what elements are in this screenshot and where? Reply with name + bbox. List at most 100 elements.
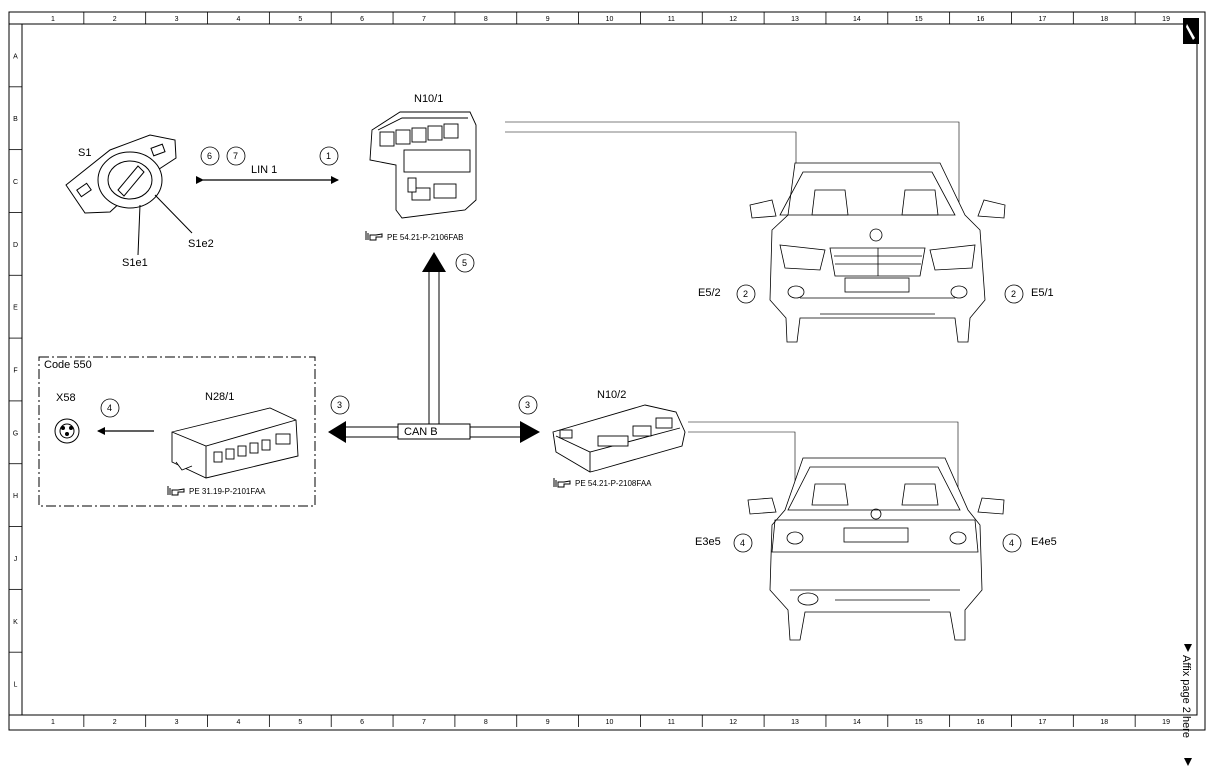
column-index-bottom-4: 4 [236, 719, 240, 726]
can-arrow-up [422, 252, 446, 425]
sam-module-n10-1 [369, 111, 477, 219]
triangle-marker-bottom [1184, 758, 1192, 766]
column-index-top-2: 2 [113, 16, 117, 23]
column-index-top-14: 14 [853, 16, 861, 23]
n28-1-ref: PE 31.19-P-2101FAA [189, 487, 266, 496]
callout-7: 7 [233, 151, 238, 161]
column-index-bottom-12: 12 [729, 719, 737, 726]
column-index-bottom-1: 1 [51, 719, 55, 726]
column-index-bottom-6: 6 [360, 719, 364, 726]
column-index-bottom-2: 2 [113, 719, 117, 726]
column-index-top-19: 19 [1162, 16, 1170, 23]
vehicle-front-view [749, 162, 1006, 343]
callout-2-left: 2 [743, 289, 748, 299]
column-index-top-10: 10 [606, 16, 614, 23]
vehicle-rear-view [747, 457, 1005, 641]
s1-label: S1 [78, 147, 91, 159]
column-index-top-8: 8 [484, 16, 488, 23]
s1e1-label: S1e1 [122, 257, 148, 269]
lin-label: LIN 1 [251, 164, 277, 176]
column-index-bottom-17: 17 [1038, 719, 1046, 726]
n28-1-label: N28/1 [205, 391, 234, 403]
light-switch-s1 [65, 134, 193, 256]
socket-x58 [54, 418, 80, 444]
callout-3-right: 3 [525, 400, 530, 410]
column-index-bottom-3: 3 [175, 719, 179, 726]
code-550-label: Code 550 [44, 359, 92, 371]
triangle-marker-top [1184, 644, 1192, 652]
callout-4-right: 4 [1009, 538, 1014, 548]
column-index-top-9: 9 [546, 16, 550, 23]
column-index-top-3: 3 [175, 16, 179, 23]
column-index-bottom-16: 16 [977, 719, 985, 726]
row-index-L: L [14, 682, 18, 689]
column-index-bottom-11: 11 [668, 719, 675, 726]
column-index-bottom-10: 10 [606, 719, 614, 726]
finger-pointer-icon [553, 478, 571, 488]
callout-5: 5 [462, 258, 467, 268]
n10-2-ref: PE 54.21-P-2108FAA [575, 479, 652, 488]
callout-3-left: 3 [337, 400, 342, 410]
column-index-top-17: 17 [1038, 16, 1046, 23]
callout-1: 1 [326, 151, 331, 161]
column-index-bottom-15: 15 [915, 719, 923, 726]
pen-icon [1183, 18, 1199, 44]
e3e5-label: E3e5 [695, 536, 721, 548]
column-index-top-4: 4 [236, 16, 240, 23]
column-index-top-1: 1 [51, 16, 55, 23]
column-index-top-7: 7 [422, 16, 426, 23]
row-index-K: K [13, 619, 18, 626]
column-index-bottom-7: 7 [422, 719, 426, 726]
finger-pointer-icon [365, 231, 383, 241]
row-index-H: H [13, 493, 18, 500]
n10-2-label: N10/2 [597, 389, 626, 401]
row-index-A: A [13, 53, 18, 60]
affix-note: Affix page 2 here [1180, 655, 1192, 738]
e5-1-label: E5/1 [1031, 287, 1054, 299]
column-index-bottom-18: 18 [1100, 719, 1108, 726]
callout-2-right: 2 [1011, 289, 1016, 299]
row-index-left: A B C D E F G H J K L [9, 53, 22, 689]
callout-4-x58: 4 [107, 403, 112, 413]
row-index-B: B [13, 116, 18, 123]
trailer-module-n28-1 [171, 407, 299, 479]
column-index-top-6: 6 [360, 16, 364, 23]
row-index-J: J [14, 556, 18, 563]
row-index-C: C [13, 179, 18, 186]
e4e5-label: E4e5 [1031, 536, 1057, 548]
e5-2-label: E5/2 [698, 287, 721, 299]
column-index-top-12: 12 [729, 16, 737, 23]
callout-markers [100, 146, 1024, 553]
callout-4-left: 4 [740, 538, 745, 548]
column-index-top-18: 18 [1100, 16, 1108, 23]
x58-label: X58 [56, 392, 76, 404]
n10-1-ref: PE 54.21-P-2106FAB [387, 233, 464, 242]
column-index-top-16: 16 [977, 16, 985, 23]
column-index-bottom-9: 9 [546, 719, 550, 726]
column-index-top-15: 15 [915, 16, 923, 23]
column-index-bottom-13: 13 [791, 719, 799, 726]
column-index-top-13: 13 [791, 16, 799, 23]
column-index-top-11: 11 [668, 16, 675, 23]
can-b-bus [328, 421, 540, 443]
rear-sam-n10-2 [552, 404, 686, 473]
drawing-frame [8, 11, 1206, 731]
row-index-D: D [13, 242, 18, 249]
column-index-bottom-5: 5 [298, 719, 302, 726]
can-label: CAN B [404, 426, 438, 438]
row-index-E: E [13, 305, 18, 312]
column-index-bottom-14: 14 [853, 719, 861, 726]
row-index-G: G [13, 430, 18, 437]
n10-1-label: N10/1 [414, 93, 443, 105]
code-550-box [38, 356, 316, 507]
row-index-F: F [13, 368, 17, 375]
callout-6: 6 [207, 151, 212, 161]
s1e2-label: S1e2 [188, 238, 214, 250]
column-index-bottom-19: 19 [1162, 719, 1170, 726]
column-index-bottom-8: 8 [484, 719, 488, 726]
finger-pointer-icon [167, 486, 185, 496]
column-index-top-5: 5 [298, 16, 302, 23]
